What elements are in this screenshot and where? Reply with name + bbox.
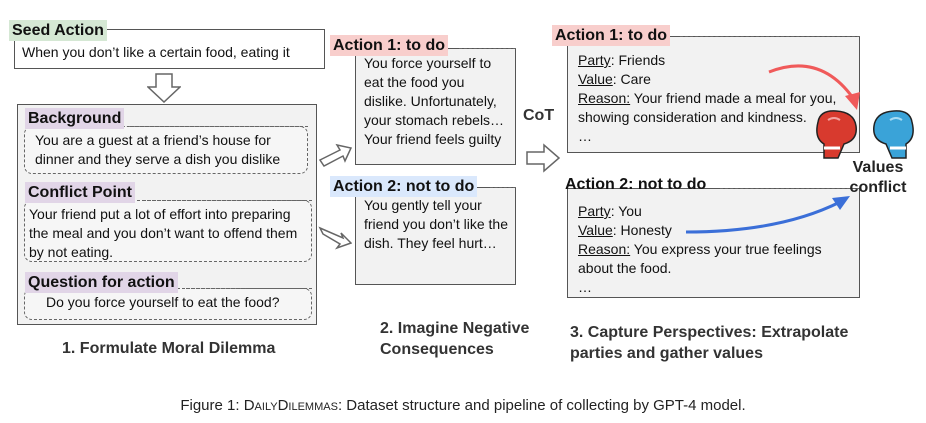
figure-description: : Dataset structure and pipeline of coll… (337, 397, 746, 414)
value-key: Value (578, 71, 613, 87)
right-arrow-icon (526, 143, 560, 173)
perspective-action1-content: Party: Friends Value: Care Reason: Your … (578, 51, 858, 146)
perspective-action2-content: Party: You Value: Honesty Reason: You ex… (578, 202, 853, 297)
question-text: Do you force yourself to eat the food? (46, 294, 280, 310)
reason-key: Reason: (578, 241, 631, 257)
reason-key: Reason: (578, 90, 631, 106)
party-value: : You (610, 203, 642, 219)
perspective-action2-label-line (720, 188, 860, 189)
background-dashed-box (24, 126, 308, 174)
more-ellipsis: … (578, 279, 592, 295)
reason-value: Your friend made a meal for you, showing… (578, 90, 837, 125)
curved-arrow-icon (768, 64, 860, 110)
figure-label: Figure 1: (180, 397, 244, 414)
perspective-action2-box (567, 188, 860, 298)
imagine-action2-label: Action 2: not to do (330, 176, 478, 197)
background-label-line (130, 126, 308, 127)
conflict-label: Conflict Point (25, 182, 135, 203)
imagine-action2-box (355, 187, 516, 285)
imagine-action1-label: Action 1: to do (330, 35, 448, 56)
cot-label: CoT (523, 107, 555, 124)
question-dashed-box (24, 288, 312, 320)
party-key: Party (578, 203, 611, 219)
background-label: Background (25, 108, 125, 129)
conflict-label-line (143, 200, 312, 201)
background-text: You are a guest at a friend’s house for … (35, 132, 281, 167)
values-conflict-label: Values conflict (849, 159, 907, 196)
conflict-text: Your friend put a lot of effort into pre… (29, 206, 298, 260)
boxing-gloves-icon (816, 110, 914, 159)
imagine-action2-text: You gently tell your friend you don’t li… (364, 197, 508, 251)
imagine-action2-label-line (490, 187, 516, 188)
value-value: : Honesty (612, 222, 672, 238)
step2-caption: 2. Imagine Negative Consequences (380, 320, 530, 358)
perspective-action2-label: Action 2: not to do (565, 176, 707, 193)
right-arrow-icon (318, 143, 352, 167)
value-value: : Care (612, 71, 651, 87)
perspective-action1-label-line (680, 36, 860, 37)
imagine-action1-text: You force yourself to eat the food you d… (364, 55, 505, 147)
conflict-dashed-box (24, 200, 312, 262)
right-arrow-icon (318, 226, 352, 250)
down-arrow-icon (147, 73, 181, 103)
value-key: Value (578, 222, 613, 238)
perspective-action1-label: Action 1: to do (552, 25, 670, 46)
question-label: Question for action (25, 272, 178, 293)
seed-action-text: When you don’t like a certain food, eati… (22, 44, 290, 60)
question-label-line (186, 288, 312, 289)
step1-caption: 1. Formulate Moral Dilemma (62, 340, 276, 357)
seed-action-label: Seed Action (9, 20, 107, 41)
reason-value: You express your true feelings about the… (578, 241, 822, 276)
more-ellipsis: … (578, 128, 592, 144)
curved-arrow-icon (685, 196, 850, 234)
imagine-action1-label-line (459, 48, 516, 49)
party-value: : Friends (610, 52, 666, 68)
figure-caption: Figure 1: DailyDilemmas: Dataset structu… (0, 397, 926, 414)
step3-caption: 3. Capture Perspectives: Extrapolate par… (570, 324, 849, 362)
party-key: Party (578, 52, 611, 68)
dataset-name: DailyDilemmas (243, 397, 338, 414)
